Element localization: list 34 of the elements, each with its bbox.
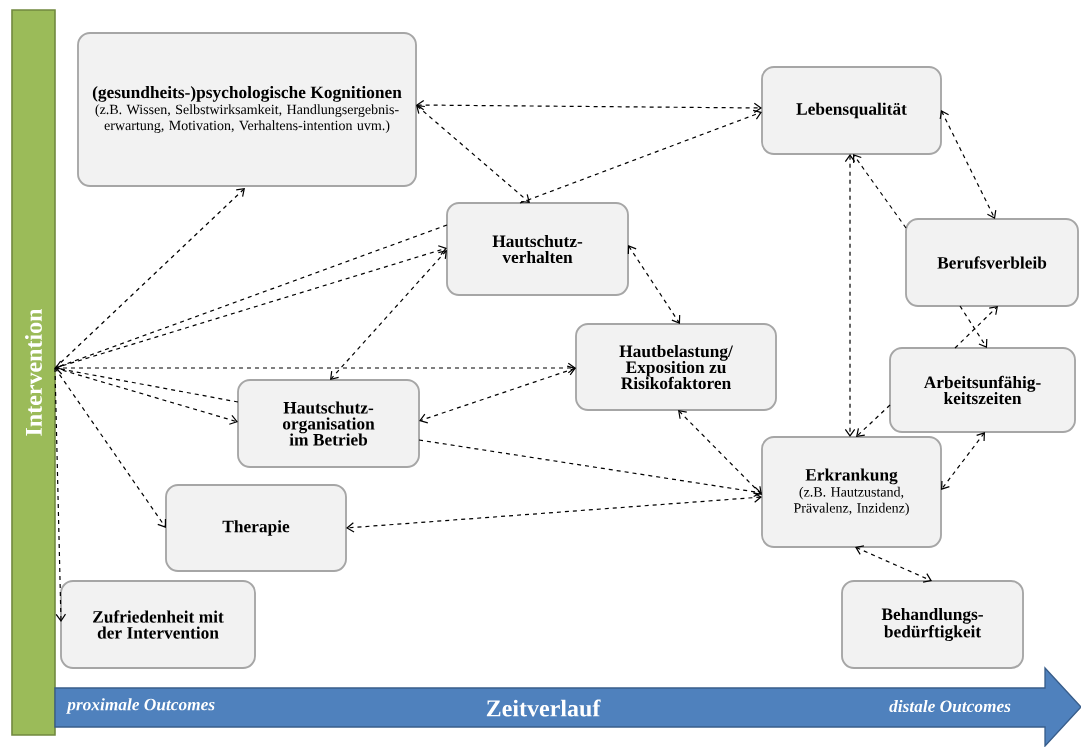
arrow [844,154,856,437]
arrow [54,367,238,425]
therapy-box: Therapie [165,484,347,572]
organisation-box: Hautschutz-organisation im Betrieb [237,379,420,468]
arrow [54,367,167,528]
arrow [853,154,907,229]
arrow [959,305,988,348]
arrow [346,492,762,533]
arrow [54,367,67,622]
arrow [419,365,576,424]
outcome-box: Lebensqualität [761,66,942,155]
arrow [941,432,986,490]
arrow [416,105,530,203]
outcome-box: Arbeitsunfähig-keitszeiten [889,347,1076,433]
outcome-box: Berufsverbleib [905,218,1079,307]
arrow [954,306,998,349]
outcome-box: Erkrankung (z.B. Hautzustand, Prävalenz, Inzidenz) [761,436,942,548]
cognition-box: (gesundheits-)psychologische Kognitionen (z.B. Wissen, Selbstwirksamkeit, Handlungsergebnis-erwartung, Motivation, Verhaltens-intention uvm.) [77,32,417,187]
arrow [330,250,447,380]
outcome-box: Zufriedenheit mit der Intervention [60,580,256,669]
arrow [627,245,681,324]
outcome-box: Behandlungs-bedürftigkeit [841,580,1024,669]
arrow [939,110,997,219]
arrow [678,410,762,495]
arrow [855,545,932,583]
arrow [55,364,239,403]
exposure-box: Hautbelastung/ Exposition zu Risikofaktoren [575,323,777,411]
arrow [856,404,891,437]
arrow [519,109,762,204]
arrow [418,439,762,498]
intervention-bar: Intervention [11,9,56,736]
arrow [55,224,448,371]
arrow [416,99,762,114]
behaviour-box: Hautschutz-verhalten [446,202,629,296]
